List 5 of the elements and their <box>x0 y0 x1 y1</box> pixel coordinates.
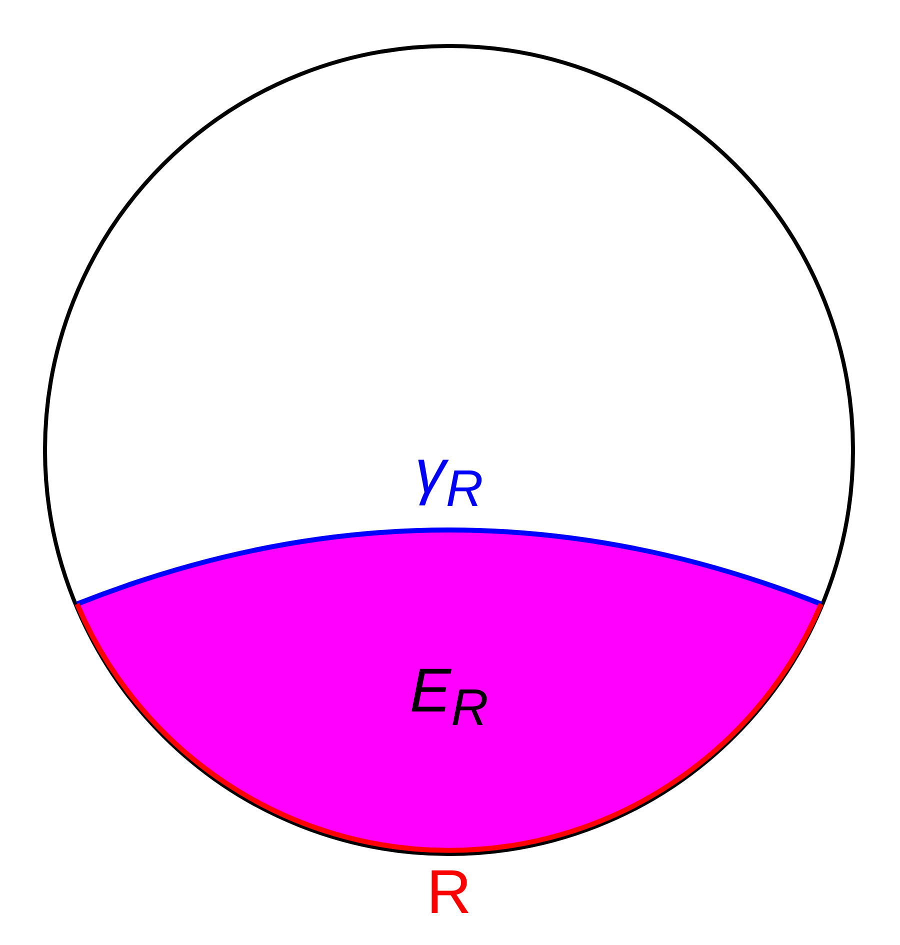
curve-label: γ$_{R}$ <box>414 441 484 515</box>
arc-label: R <box>426 862 472 924</box>
circle <box>45 46 853 854</box>
region-label: E$_{R}$ <box>410 660 488 734</box>
shaded-region <box>77 530 821 854</box>
